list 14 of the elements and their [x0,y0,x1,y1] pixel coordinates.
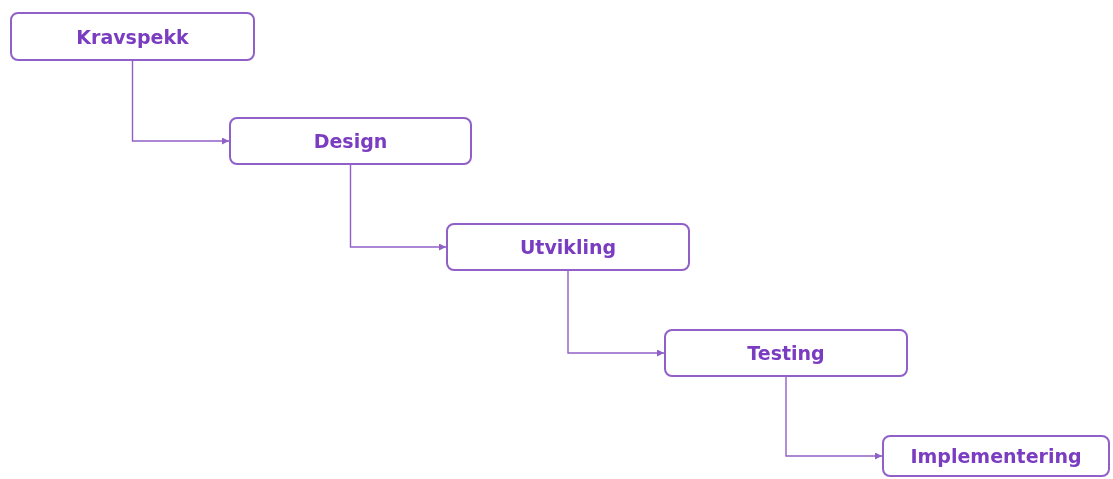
arrow [349,164,447,251]
arrow [567,270,665,357]
process-box [10,12,255,61]
process-box [664,329,908,377]
step-label: Utvikling [519,236,617,258]
process-box [882,435,1110,477]
process-box [446,223,690,271]
step-label: Design [313,130,388,152]
process-box [229,117,472,165]
arrow [131,60,230,145]
step-label: Testing [747,342,825,364]
arrow [785,376,883,460]
step-label: Kravspekk [76,25,189,48]
step-label: Implementering [910,445,1082,467]
